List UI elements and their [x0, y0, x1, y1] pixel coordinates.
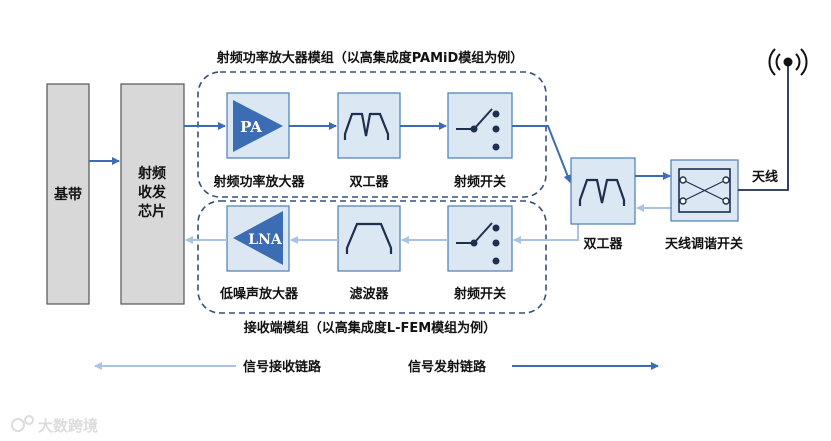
rx-arrow-ext-duplexer-switch — [513, 204, 579, 244]
antenna-icon — [768, 48, 808, 76]
ext-duplexer-label: 双工器 — [583, 237, 623, 252]
filter-block — [337, 205, 401, 272]
transceiver-label-2: 收发 — [138, 184, 167, 201]
pa-module-title: 射频功率放大器模组（以高集成度PAMiD模组为例） — [216, 50, 524, 66]
antenna-tuner-block — [670, 159, 739, 222]
pa-label: 射频功率放大器 — [212, 174, 305, 190]
baseband-block — [46, 83, 90, 305]
amplifier-icon — [233, 211, 283, 265]
ext-duplexer-block — [570, 157, 636, 225]
legend-transmit-label: 信号发射链路 — [408, 359, 487, 375]
fem-module-frame — [197, 200, 547, 314]
duplexer-icon — [578, 178, 626, 206]
switch-icon — [473, 222, 493, 244]
transceiver-block — [120, 83, 185, 305]
watermark-text: 大数跨境 — [38, 417, 98, 435]
antenna-label: 天线 — [752, 169, 778, 185]
tx-duplexer-block — [337, 92, 401, 159]
lna-block: LNA — [226, 205, 290, 272]
watermark-logo: 大数跨境 — [11, 415, 98, 435]
switch-icon — [473, 108, 493, 130]
tx-rf-switch-label: 射频开关 — [453, 174, 506, 190]
rx-rf-switch-block — [447, 205, 513, 272]
rx-rf-switch-label: 射频开关 — [453, 286, 506, 302]
tx-duplexer-label: 双工器 — [349, 175, 389, 190]
amplifier-icon — [233, 100, 283, 152]
tx-rf-switch-block — [447, 92, 513, 159]
filter-label: 滤波器 — [349, 286, 389, 302]
fem-module-title: 接收端模组（以高集成度L-FEM模组为例） — [244, 320, 496, 336]
antenna-tuner-label: 天线调谐开关 — [665, 236, 743, 252]
filter-icon — [345, 222, 393, 254]
legend-receive-label: 信号接收链路 — [243, 359, 322, 375]
pa-symbol: PA — [240, 118, 262, 136]
pa-module-frame — [197, 71, 547, 198]
lna-label: 低噪声放大器 — [219, 286, 299, 302]
transceiver-label-3: 芯片 — [138, 203, 166, 220]
transceiver-label-1: 射频 — [137, 165, 166, 182]
lna-symbol: LNA — [248, 232, 283, 248]
tx-arrow-switch-ext-duplexer — [512, 125, 572, 183]
duplexer-icon — [343, 112, 390, 140]
pa-block: PA — [226, 92, 290, 159]
baseband-label: 基带 — [54, 186, 82, 203]
antenna-feed-line — [738, 66, 789, 191]
